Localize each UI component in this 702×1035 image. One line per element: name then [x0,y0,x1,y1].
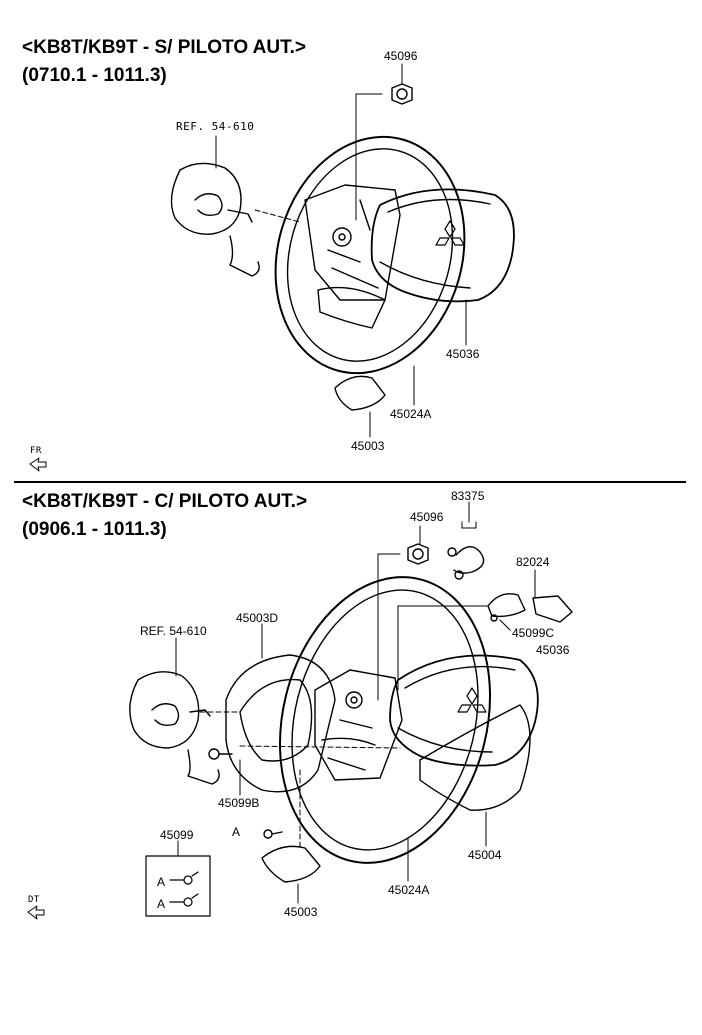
cover-45003-s2 [261,845,321,883]
part-label-45003-s1[interactable]: 45003 [351,439,385,453]
box-a-label-1: A [157,875,166,889]
orientation-arrow-fr [29,457,47,472]
ref-label-s1[interactable]: REF. 54-610 [176,120,255,133]
part-label-82024[interactable]: 82024 [516,555,550,569]
harness-83375 [447,546,485,580]
airbag-module-s2 [389,654,539,767]
section-divider [14,481,686,483]
part-label-45004[interactable]: 45004 [468,848,502,862]
part-label-45036-s2[interactable]: 45036 [536,643,570,657]
screw-45099b [208,748,233,760]
section1-date-range: (0710.1 - 1011.3) [22,65,167,86]
part-label-45099c[interactable]: 45099C [512,626,555,640]
box-a-label-2: A [157,897,166,911]
part-label-45003-s2[interactable]: 45003 [284,905,318,919]
screw-a [263,829,283,839]
back-cover-45003d [225,654,336,793]
part-label-45096-s1[interactable]: 45096 [384,49,418,63]
steering-wheel-assembly-s2 [129,501,573,904]
section1-title: <KB8T/KB9T - S/ PILOTO AUT.> [22,37,306,58]
ref-label-s2[interactable]: REF. 54-610 [140,624,207,638]
clock-spring-s2 [129,671,220,785]
part-label-45024a-s1[interactable]: 45024A [390,407,432,421]
orientation-arrow-dt [27,905,45,920]
steering-wheel-assembly-s1 [170,63,515,438]
cover-45003-s1 [334,375,386,411]
part-label-45099b[interactable]: 45099B [218,796,260,810]
part-label-83375[interactable]: 83375 [451,489,485,503]
nut-45096-s2 [407,543,429,565]
part-label-45024a-s2[interactable]: 45024A [388,883,430,897]
clock-spring-s1 [170,162,260,277]
switch-82024 [487,593,573,623]
screw-set-box-45099 [145,855,211,917]
callout-a-label[interactable]: A [232,825,241,839]
orientation-label-dt: DT [28,895,40,905]
nut-45096-s1 [391,83,413,105]
orientation-label-fr: FR [30,446,42,456]
part-label-45003d[interactable]: 45003D [236,611,279,625]
section2-date-range: (0906.1 - 1011.3) [22,519,167,540]
part-label-45096-s2[interactable]: 45096 [410,510,444,524]
part-label-45099[interactable]: 45099 [160,828,194,842]
airbag-module-s1 [370,188,515,303]
lower-cover-45004 [419,704,531,811]
part-label-45036-s1[interactable]: 45036 [446,347,480,361]
section2-title: <KB8T/KB9T - C/ PILOTO AUT.> [22,491,308,512]
